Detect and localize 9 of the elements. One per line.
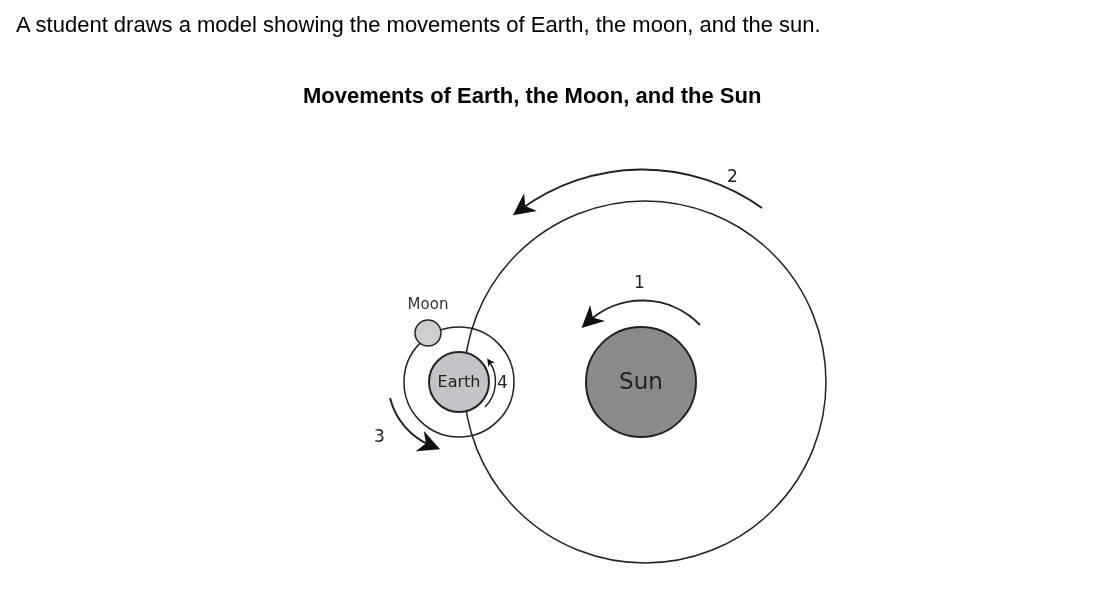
- node-label: Earth: [436, 372, 482, 392]
- callout-number: 1: [634, 274, 645, 291]
- callout-number: 4: [497, 374, 508, 391]
- diagram-title: Movements of Earth, the Moon, and the Sun: [303, 83, 762, 109]
- node-label: Moon: [406, 295, 450, 313]
- node-label: Sun: [618, 368, 664, 396]
- question-text: A student draws a model showing the movements of Earth, the moon, and the sun.: [16, 12, 821, 38]
- callout-number: 2: [727, 168, 738, 185]
- callout-number: 3: [374, 428, 385, 445]
